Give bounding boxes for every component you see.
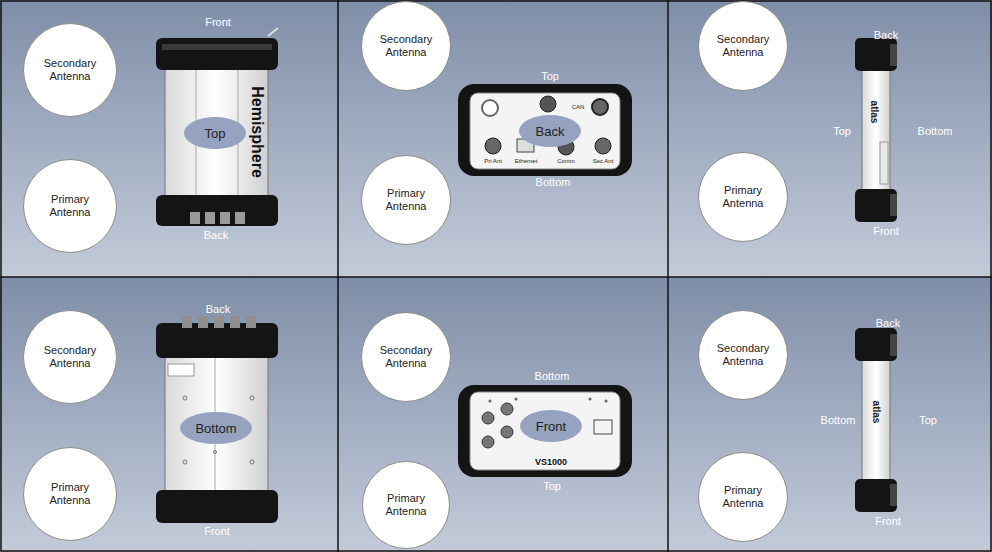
receiver-top-view: [156, 28, 278, 226]
antenna-circle: Secondary Antenna: [361, 312, 451, 402]
panel-ground: [0, 0, 338, 277]
node-text: Primary Antenna: [708, 484, 778, 510]
antenna-circle: Primary Antenna: [361, 155, 451, 245]
brand-logo: atlas: [869, 101, 879, 124]
direction-label: Back: [874, 30, 898, 41]
port-label: CAN: [572, 104, 585, 110]
panel-ground: [338, 277, 668, 552]
node-text: Secondary Antenna: [708, 33, 778, 59]
antenna-circle: Primary Antenna: [698, 152, 788, 242]
face-oval: Back: [519, 115, 581, 147]
node-text: Back: [536, 124, 565, 139]
direction-label: Bottom: [536, 177, 571, 188]
face-oval: Bottom: [180, 412, 251, 444]
direction-label: Front: [873, 226, 899, 237]
node-text: Secondary Antenna: [708, 342, 778, 368]
node-text: Primary Antenna: [708, 184, 778, 210]
panel-ground: [0, 277, 338, 552]
node-text: Primary Antenna: [371, 187, 441, 213]
node-text: Top: [205, 126, 226, 141]
panel-ground: [668, 277, 992, 552]
antenna-circle: Primary Antenna: [698, 452, 788, 542]
direction-label: Back: [876, 318, 900, 329]
model-name: VS1000: [535, 458, 567, 467]
face-oval: Top: [184, 117, 246, 149]
brand-logo: Hemisphere: [249, 86, 265, 178]
port-label: Sec Ant: [593, 158, 614, 164]
direction-label: Back: [204, 230, 228, 241]
direction-label: Front: [875, 516, 901, 527]
receiver-side-view: [855, 328, 897, 512]
direction-label: Bottom: [535, 371, 570, 382]
direction-label: Back: [206, 304, 230, 315]
direction-label: Top: [919, 415, 937, 426]
port-label: Pri Ant: [484, 158, 502, 164]
antenna-circle: Primary Antenna: [23, 447, 117, 541]
direction-label: Front: [205, 17, 231, 28]
direction-label: Bottom: [821, 415, 856, 426]
direction-label: Front: [204, 526, 230, 537]
direction-label: Top: [543, 481, 561, 492]
direction-label: Top: [541, 71, 559, 82]
port-label: Ethernet: [515, 158, 538, 164]
direction-label: Top: [833, 126, 851, 137]
antenna-circle: Secondary Antenna: [361, 1, 451, 91]
node-text: Bottom: [195, 421, 236, 436]
node-text: Primary Antenna: [35, 193, 105, 219]
antenna-circle: Secondary Antenna: [23, 23, 117, 117]
node-text: Front: [536, 419, 566, 434]
antenna-circle: Secondary Antenna: [698, 310, 788, 400]
antenna-circle: Primary Antenna: [23, 159, 117, 253]
node-text: Secondary Antenna: [371, 33, 441, 59]
panel-ground: [668, 0, 992, 277]
receiver-side-view: [855, 38, 897, 222]
receiver-front-view: [458, 385, 632, 477]
receiver-bottom-view: [156, 316, 278, 523]
receiver-back-view: [458, 84, 632, 176]
port-label: Comm: [557, 158, 575, 164]
face-oval: Front: [520, 410, 582, 442]
node-text: Secondary Antenna: [35, 57, 105, 83]
panel-ground: [338, 0, 668, 277]
node-text: Primary Antenna: [35, 481, 105, 507]
direction-label: Bottom: [918, 126, 953, 137]
node-text: Secondary Antenna: [371, 344, 441, 370]
antenna-circle: Primary Antenna: [362, 461, 450, 549]
antenna-circle: Secondary Antenna: [698, 1, 788, 91]
antenna-circle: Secondary Antenna: [23, 310, 117, 404]
node-text: Secondary Antenna: [35, 344, 105, 370]
brand-logo: atlas: [871, 401, 881, 424]
node-text: Primary Antenna: [371, 492, 441, 518]
